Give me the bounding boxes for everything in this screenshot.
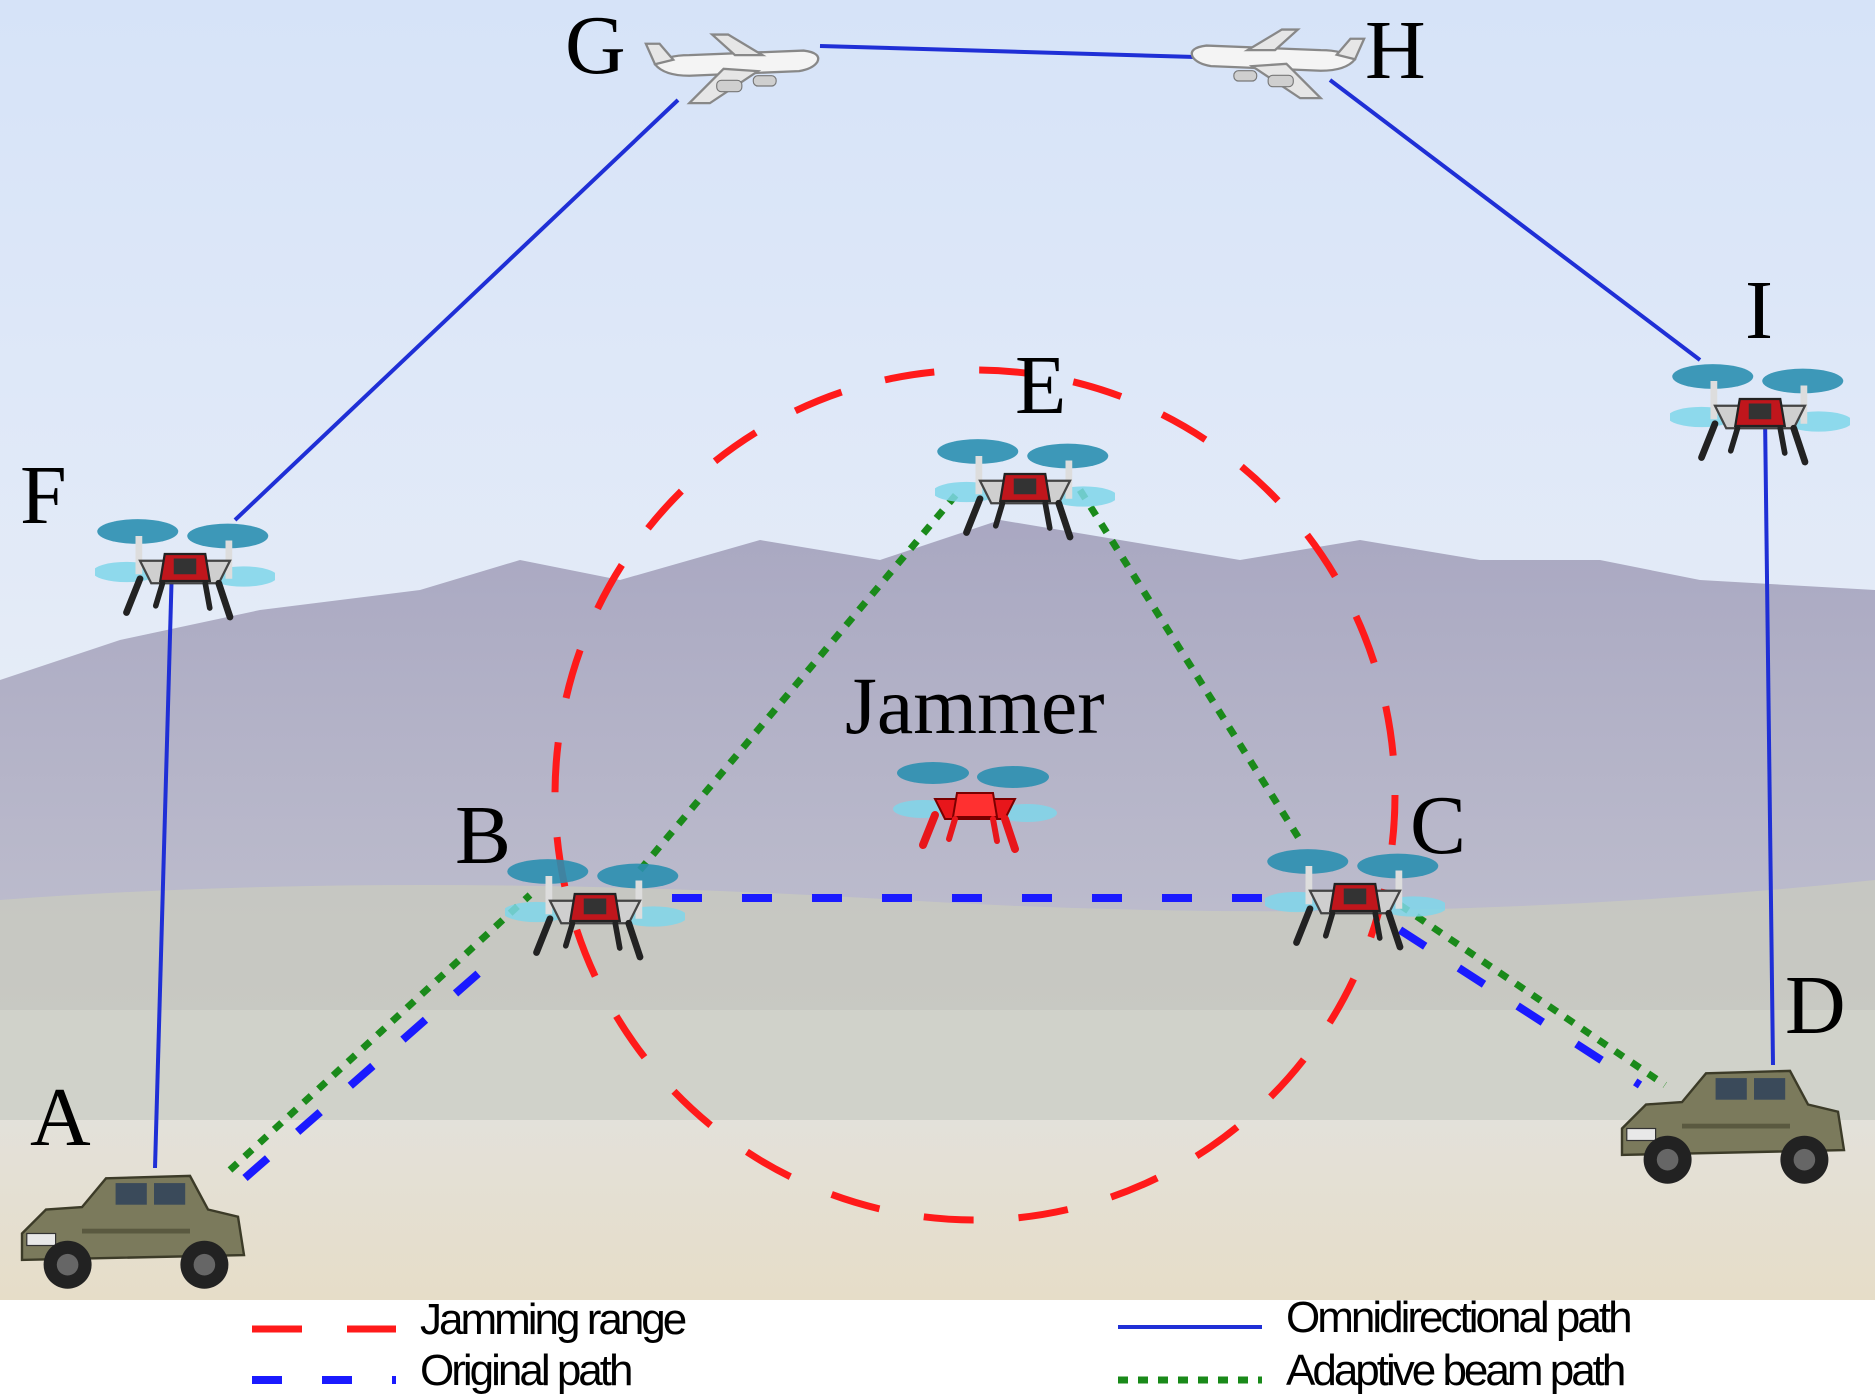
omni-edge-I-D [1763, 414, 1775, 1066]
node-label-C: C [1410, 779, 1466, 872]
beam-edge-A-B [227, 892, 533, 1173]
legend-item-adaptive-beam-path: Adaptive beam path [1118, 1346, 1627, 1395]
node-B: B [455, 789, 687, 957]
legend-label-original-path: Original path [420, 1346, 631, 1395]
node-H: H [1190, 4, 1426, 100]
node-label-G: G [565, 0, 626, 92]
legend-item-jamming-range: Jamming range [252, 1295, 689, 1344]
node-label-D: D [1785, 959, 1846, 1052]
jamming-range-circle [551, 366, 1399, 1224]
node-label-F: F [20, 449, 67, 542]
omni-edge-F-G [233, 98, 680, 522]
omni-edge-H-I [1328, 78, 1702, 362]
jammer-label: Jammer [845, 660, 1105, 751]
legend-item-omnidirectional-path: Omnidirectional path [1118, 1293, 1633, 1342]
node-E: E [933, 339, 1118, 537]
beam-edge-E-C [1077, 488, 1303, 842]
omni-edge-G-H [819, 44, 1231, 60]
node-label-E: E [1015, 339, 1066, 432]
adaptive-beam-path [227, 487, 1667, 1173]
node-I: I [1668, 264, 1853, 462]
beam-edge-C-D [1398, 902, 1667, 1088]
legend: Jamming range Original path Omnidirectio… [0, 1293, 1875, 1396]
node-label-A: A [30, 1071, 91, 1164]
legend-item-original-path: Original path [252, 1346, 634, 1395]
node-label-I: I [1745, 264, 1773, 357]
omnidirectional-path [153, 44, 1775, 1169]
legend-label-jamming-range: Jamming range [420, 1295, 686, 1344]
node-G: G [565, 0, 820, 105]
original-edge-A-B [242, 961, 491, 1182]
node-A: A [20, 1071, 246, 1290]
background-scene [0, 0, 1875, 1300]
jammer-node: Jammer [845, 660, 1105, 849]
node-F: F [20, 449, 277, 617]
node-C: C [1263, 779, 1466, 947]
node-D: D [1620, 959, 1846, 1185]
nodes-layer: A B C D E F G H [20, 0, 1853, 1290]
node-label-H: H [1365, 4, 1426, 97]
omni-edge-A-F [153, 564, 174, 1169]
paths-layer [153, 44, 1775, 1224]
original-path [242, 894, 1643, 1182]
original-edge-C-D [1397, 926, 1643, 1089]
node-label-B: B [455, 789, 511, 882]
legend-label-omnidirectional-path: Omnidirectional path [1286, 1293, 1630, 1342]
legend-label-adaptive-beam-path: Adaptive beam path [1286, 1346, 1624, 1395]
beam-edge-B-E [637, 487, 963, 873]
